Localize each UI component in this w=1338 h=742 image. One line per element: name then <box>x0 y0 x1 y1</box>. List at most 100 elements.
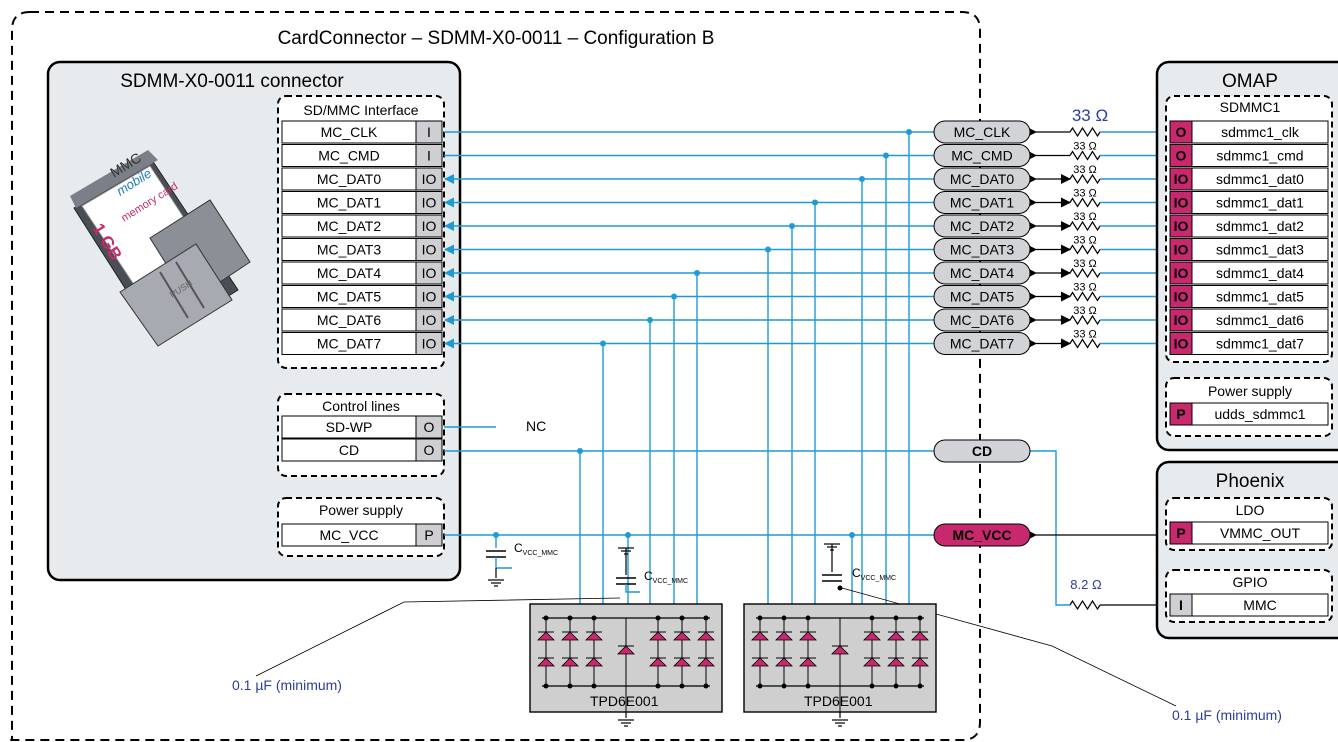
pin-name: MC_DAT1 <box>317 195 382 211</box>
omap-pin-dir: IO <box>1174 218 1189 234</box>
phoenix-pin-name-cell <box>1191 593 1329 617</box>
tvs-label: TPD6E001 <box>590 693 659 709</box>
pin-dir-cell <box>415 285 443 308</box>
omap-pin-dir: IO <box>1174 171 1189 187</box>
resistor-label: 33 Ω <box>1073 141 1097 153</box>
resistor <box>1069 291 1101 302</box>
pin-name: MC_CLK <box>321 124 378 140</box>
omap-power-name-cell <box>1191 402 1329 426</box>
cap-note-left: 0.1 µF (minimum) <box>232 677 342 693</box>
net-pill <box>933 439 1031 463</box>
tvs-diode <box>537 631 555 641</box>
omap-pin-name-cell <box>1191 167 1329 191</box>
tvs-diode <box>697 631 715 641</box>
net-pill-label: MC_CMD <box>951 148 1012 164</box>
net-pill-label: MC_DAT6 <box>950 312 1015 328</box>
sdmmc-group-label: SD/MMC Interface <box>303 102 418 118</box>
power-pin-dir-cell <box>415 523 443 547</box>
control-group-label: Control lines <box>322 398 400 414</box>
phoenix-pin-dir: I <box>1179 597 1183 613</box>
pin-dir: IO <box>422 242 437 258</box>
gpio-group-label: GPIO <box>1232 574 1267 590</box>
resistor <box>1069 197 1101 208</box>
cap-wire <box>625 584 640 593</box>
connector-power-label: Power supply <box>319 502 403 518</box>
pin-dir: IO <box>422 336 437 352</box>
resistor-label: 33 Ω <box>1073 235 1097 247</box>
net-pill-label: MC_VCC <box>952 527 1011 543</box>
tvs-diode <box>697 657 715 667</box>
cd-gpio-wire <box>1030 450 1070 606</box>
net-pill-label: CD <box>972 443 992 459</box>
tvs-diode <box>561 657 579 667</box>
net-pill-label: MC_DAT7 <box>950 336 1015 352</box>
connector-title: SDMM-X0-0011 connector <box>120 71 344 92</box>
net-pill <box>933 523 1031 547</box>
control-pin-dir: O <box>424 419 435 435</box>
tvs-diode <box>617 645 635 655</box>
pin-dir-cell <box>415 238 443 261</box>
resistor <box>1069 244 1101 255</box>
omap-pin-name-cell <box>1191 332 1329 355</box>
omap-pin-dir: IO <box>1174 312 1189 328</box>
omap-power-label: Power supply <box>1208 383 1292 399</box>
tvs-diode <box>751 657 769 667</box>
omap-pin-name: sdmmc1_dat3 <box>1216 242 1304 258</box>
config-frame <box>8 11 981 741</box>
omap-pin-name-cell <box>1191 191 1329 214</box>
omap-pin-dir: IO <box>1174 195 1189 211</box>
tvs-diode <box>673 657 691 667</box>
phoenix-pin-name: MMC <box>1243 597 1276 613</box>
pin-dir-cell <box>415 144 443 167</box>
tvs-diode <box>585 657 603 667</box>
tvs-diode <box>911 657 929 667</box>
pin-dir: IO <box>422 195 437 211</box>
pin-dir: IO <box>422 171 437 187</box>
omap-pin-name-cell <box>1191 120 1329 144</box>
tvs-diode <box>649 631 667 641</box>
tvs-diode <box>649 657 667 667</box>
tvs-label: TPD6E001 <box>804 693 873 709</box>
sdmmc1-group-label: SDMMC1 <box>1220 99 1281 115</box>
resistor-label: 33 Ω <box>1073 211 1097 223</box>
net-pill-label: MC_CLK <box>954 124 1011 140</box>
net-pill <box>933 167 1031 191</box>
tvs-diode <box>775 631 793 641</box>
pin-name: MC_DAT0 <box>317 171 382 187</box>
junction-dot <box>837 585 843 591</box>
net-pill <box>933 144 1031 167</box>
control-pin-dir: O <box>424 442 435 458</box>
omap-pin-name-cell <box>1191 308 1329 332</box>
resistor-clk-label: 33 Ω <box>1072 106 1108 125</box>
net-pill <box>933 285 1031 308</box>
pin-dir: IO <box>422 265 437 281</box>
pin-name: MC_DAT6 <box>317 312 382 328</box>
tvs-diode <box>887 631 905 641</box>
tvs-diode <box>863 657 881 667</box>
resistor-label: 33 Ω <box>1073 305 1097 317</box>
ldo-group-label: LDO <box>1236 502 1265 518</box>
net-pill <box>933 261 1031 285</box>
resistor <box>1069 314 1101 326</box>
signal-wires: 33 Ω33 Ω33 Ω33 Ω33 Ω33 Ω33 Ω33 Ω33 Ω <box>444 126 1170 611</box>
resistor-cd-label: 8.2 Ω <box>1070 577 1102 592</box>
omap-pin-name: sdmmc1_dat2 <box>1216 218 1304 234</box>
pin-name: MC_DAT2 <box>317 218 382 234</box>
pin-dir: I <box>427 148 431 164</box>
tvs-arrays: TPD6E001 TPD6E001 <box>529 603 937 727</box>
net-pill <box>933 214 1031 238</box>
omap-title: OMAP <box>1222 71 1278 92</box>
pin-dir-cell <box>415 214 443 238</box>
tvs-array: TPD6E001 <box>743 603 937 727</box>
pin-dir-cell <box>415 120 443 144</box>
control-pin-name: SD-WP <box>326 419 373 435</box>
resistor-label: 33 Ω <box>1073 329 1097 341</box>
callout-line <box>255 597 621 677</box>
power-pin-name: MC_VCC <box>319 527 378 543</box>
phoenix-pin-name: VMMC_OUT <box>1220 525 1301 541</box>
net-pill-label: MC_DAT1 <box>950 195 1015 211</box>
